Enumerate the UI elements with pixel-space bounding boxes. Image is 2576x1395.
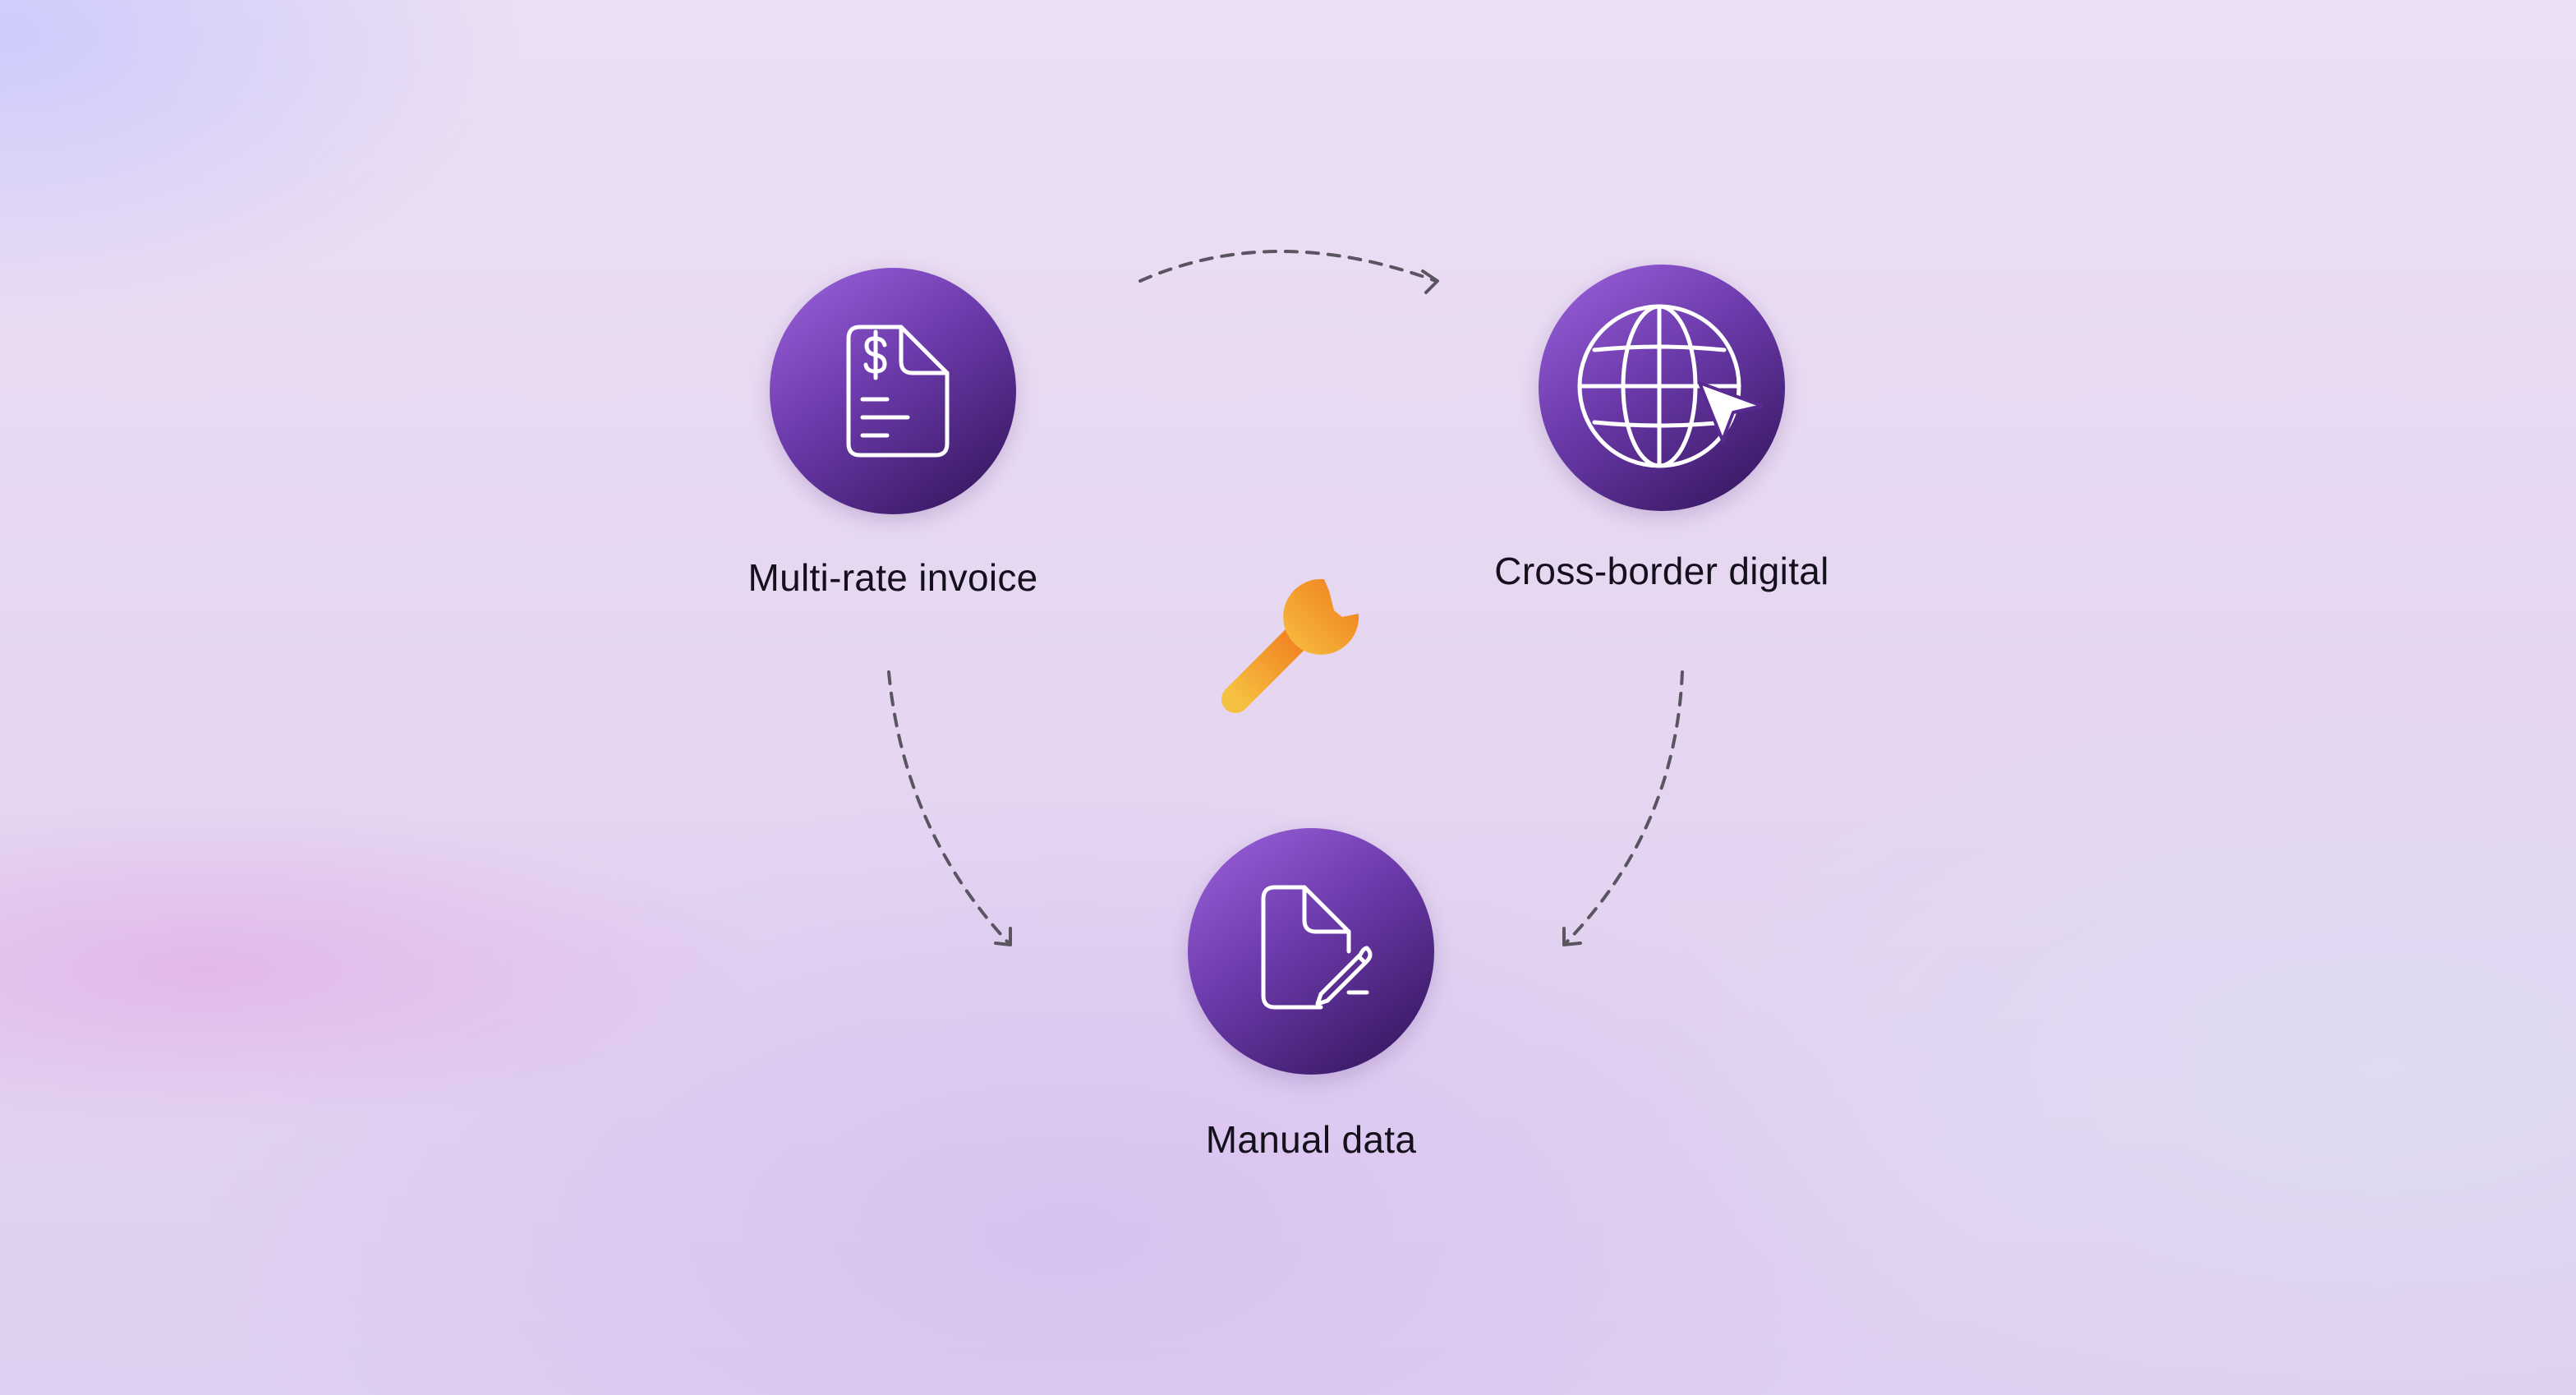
node-cross-border-digital <box>1539 265 1785 511</box>
arrow-invoice-to-crossborder <box>1138 250 1438 283</box>
node-multi-rate-invoice <box>770 268 1016 514</box>
arrow-invoice-to-manual <box>887 670 1010 945</box>
globe-cursor-icon <box>1577 304 1764 468</box>
wrench-icon <box>1221 578 1359 713</box>
node-label-multi-rate-invoice: Multi-rate invoice <box>748 556 1038 599</box>
arrowhead-crossborder <box>1421 269 1439 294</box>
node-label-cross-border-digital: Cross-border digital <box>1494 550 1829 592</box>
node-label-manual-data: Manual data <box>1205 1118 1417 1161</box>
node-manual-data <box>1188 828 1434 1075</box>
invoice-dollar-icon <box>846 325 950 458</box>
document-edit-icon <box>1261 885 1373 1010</box>
arrow-crossborder-to-manual <box>1564 670 1684 945</box>
arrowhead-manual-right <box>1562 927 1582 946</box>
arrowhead-manual-left <box>994 927 1012 946</box>
cursor-arrow-icon <box>1698 381 1764 442</box>
